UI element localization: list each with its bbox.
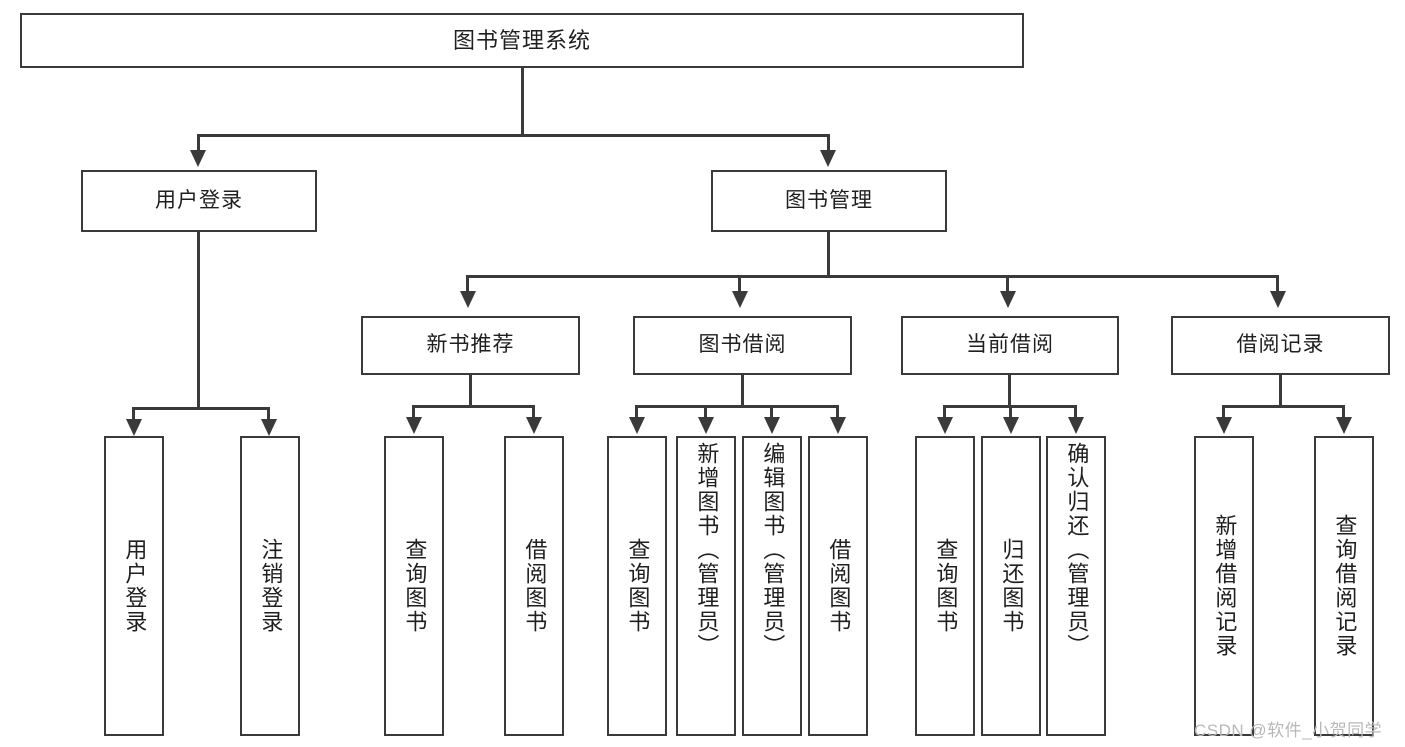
node-user-login[interactable]: 用户登录 bbox=[81, 170, 317, 232]
leaf-label: 编辑图书（管理员） bbox=[760, 442, 786, 658]
leaf-label: 借阅图书 bbox=[522, 538, 548, 634]
leaf-label: 注销登录 bbox=[258, 538, 284, 634]
arrow-root-to-book-management bbox=[820, 150, 836, 167]
connector-root-stem bbox=[521, 68, 524, 136]
connector-root-to-book-management bbox=[827, 134, 830, 152]
connector-current-borrow-leaf-2 bbox=[1009, 405, 1012, 419]
connector-current-borrow-leaf-3 bbox=[1074, 405, 1077, 419]
connector-new-book-recommend-bus bbox=[412, 405, 535, 408]
connector-borrow-record-bus bbox=[1222, 405, 1345, 408]
leaf-new-book-borrow-book[interactable]: 借阅图书 bbox=[504, 436, 564, 736]
connector-new-book-recommend-stem bbox=[469, 375, 472, 408]
leaf-book-borrow-query-book[interactable]: 查询图书 bbox=[607, 436, 667, 736]
leaf-current-borrow-query-book[interactable]: 查询图书 bbox=[915, 436, 975, 736]
connector-to-new-book-recommend bbox=[466, 275, 469, 293]
leaf-book-borrow-add-book-admin[interactable]: 新增图书（管理员） bbox=[676, 436, 736, 736]
leaf-label: 归还图书 bbox=[999, 538, 1025, 634]
leaf-new-book-query-book[interactable]: 查询图书 bbox=[384, 436, 444, 736]
leaf-current-borrow-return-book[interactable]: 归还图书 bbox=[981, 436, 1041, 736]
node-label: 用户登录 bbox=[155, 188, 243, 212]
leaf-label: 查询借阅记录 bbox=[1332, 514, 1358, 658]
leaf-label: 查询图书 bbox=[625, 538, 651, 634]
arrow-user-login-leaf-1 bbox=[126, 419, 142, 436]
leaf-borrow-record-query-record[interactable]: 查询借阅记录 bbox=[1314, 436, 1374, 736]
node-label: 新书推荐 bbox=[426, 333, 515, 357]
arrow-new-book-recommend-leaf-2 bbox=[526, 417, 542, 434]
connector-level3-bus bbox=[466, 275, 1278, 278]
arrow-current-borrow-leaf-1 bbox=[937, 417, 953, 434]
arrow-to-book-borrow bbox=[732, 291, 748, 308]
connector-new-book-recommend-leaf-2 bbox=[532, 405, 535, 419]
csdn-watermark: CSDN @软件_小贺同学 bbox=[1194, 721, 1383, 740]
connector-book-borrow-leaf-1 bbox=[635, 405, 638, 419]
connector-user-login-bus bbox=[132, 407, 270, 410]
node-label: 图书借阅 bbox=[698, 333, 787, 357]
arrow-to-new-book-recommend bbox=[460, 291, 476, 308]
node-label: 借阅记录 bbox=[1236, 333, 1325, 357]
connector-borrow-record-leaf-1 bbox=[1222, 405, 1225, 419]
connector-book-borrow-leaf-4 bbox=[836, 405, 839, 419]
node-label: 图书管理系统 bbox=[452, 27, 591, 53]
connector-book-borrow-leaf-3 bbox=[770, 405, 773, 419]
connector-user-login-leaf-1 bbox=[132, 407, 135, 421]
leaf-label: 新增借阅记录 bbox=[1212, 514, 1238, 658]
node-current-borrow[interactable]: 当前借阅 bbox=[901, 316, 1119, 375]
arrow-current-borrow-leaf-3 bbox=[1068, 417, 1084, 434]
leaf-label: 查询图书 bbox=[933, 538, 959, 634]
arrow-borrow-record-leaf-2 bbox=[1336, 417, 1352, 434]
arrow-book-borrow-leaf-3 bbox=[764, 417, 780, 434]
node-book-borrow[interactable]: 图书借阅 bbox=[633, 316, 852, 375]
node-label: 图书管理 bbox=[785, 188, 873, 212]
arrow-current-borrow-leaf-2 bbox=[1003, 417, 1019, 434]
arrow-borrow-record-leaf-1 bbox=[1216, 417, 1232, 434]
leaf-label: 确认归还（管理员） bbox=[1064, 442, 1090, 658]
connector-new-book-recommend-leaf-1 bbox=[412, 405, 415, 419]
leaf-book-borrow-borrow-book[interactable]: 借阅图书 bbox=[808, 436, 868, 736]
connector-root-bus bbox=[197, 134, 829, 137]
arrow-book-borrow-leaf-1 bbox=[629, 417, 645, 434]
connector-to-book-borrow bbox=[738, 275, 741, 293]
connector-book-management-stem bbox=[827, 232, 830, 278]
leaf-current-borrow-confirm-return-admin[interactable]: 确认归还（管理员） bbox=[1046, 436, 1106, 736]
connector-borrow-record-stem bbox=[1279, 375, 1282, 408]
arrow-new-book-recommend-leaf-1 bbox=[406, 417, 422, 434]
connector-user-login-stem bbox=[197, 232, 200, 410]
arrow-book-borrow-leaf-2 bbox=[698, 417, 714, 434]
leaf-label: 新增图书（管理员） bbox=[694, 442, 720, 658]
arrow-user-login-leaf-2 bbox=[261, 419, 277, 436]
arrow-root-to-user-login bbox=[190, 150, 206, 167]
arrow-book-borrow-leaf-4 bbox=[830, 417, 846, 434]
leaf-borrow-record-add-record[interactable]: 新增借阅记录 bbox=[1194, 436, 1254, 736]
connector-book-borrow-bus bbox=[635, 405, 838, 408]
node-new-book-recommend[interactable]: 新书推荐 bbox=[361, 316, 580, 375]
leaf-user-login-login[interactable]: 用户登录 bbox=[104, 436, 164, 736]
leaf-user-login-logout[interactable]: 注销登录 bbox=[240, 436, 300, 736]
leaf-label: 用户登录 bbox=[122, 538, 148, 634]
leaf-book-borrow-edit-book-admin[interactable]: 编辑图书（管理员） bbox=[742, 436, 802, 736]
node-label: 当前借阅 bbox=[966, 333, 1054, 357]
connector-to-borrow-record bbox=[1276, 275, 1279, 293]
arrow-to-current-borrow bbox=[1000, 291, 1016, 308]
connector-book-borrow-leaf-2 bbox=[704, 405, 707, 419]
connector-current-borrow-leaf-1 bbox=[943, 405, 946, 419]
connector-current-borrow-stem bbox=[1008, 375, 1011, 408]
node-book-management-system[interactable]: 图书管理系统 bbox=[20, 13, 1024, 68]
connector-user-login-leaf-2 bbox=[267, 407, 270, 421]
arrow-to-borrow-record bbox=[1270, 291, 1286, 308]
connector-root-to-user-login bbox=[197, 134, 200, 152]
leaf-label: 借阅图书 bbox=[826, 538, 852, 634]
node-borrow-record[interactable]: 借阅记录 bbox=[1171, 316, 1390, 375]
connector-to-current-borrow bbox=[1006, 275, 1009, 293]
connector-borrow-record-leaf-2 bbox=[1342, 405, 1345, 419]
leaf-label: 查询图书 bbox=[402, 538, 428, 634]
connector-book-borrow-stem bbox=[741, 375, 744, 408]
node-book-management[interactable]: 图书管理 bbox=[711, 170, 947, 232]
